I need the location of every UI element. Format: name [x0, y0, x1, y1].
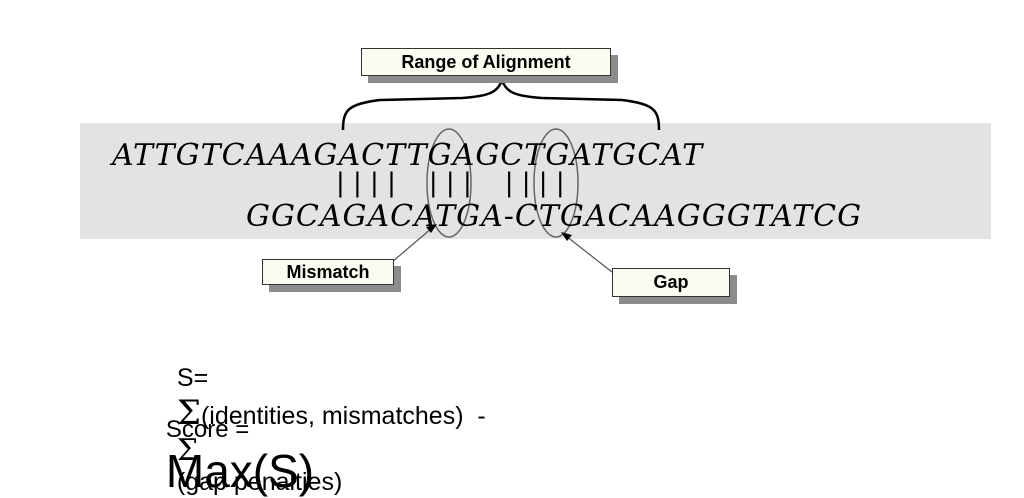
sequence-bottom: GGCAGACATGA-CTGACAAGGGTATCG [246, 199, 863, 234]
mismatch-label: Mismatch [262, 259, 394, 285]
match-marks: | | | | | | | | | | | [336, 168, 565, 198]
formula-part1: (identities, mismatches) - [200, 402, 486, 430]
mismatch-pointer-line [391, 227, 433, 263]
sequence-top: ATTGTCAAAGACTTGAGCTGATGCAT [112, 138, 704, 173]
alignment-annotations [341, 76, 661, 273]
alignment-band [80, 123, 991, 239]
mismatch-ellipse [426, 128, 472, 238]
score-line: Score = Max(S) [157, 398, 314, 498]
gap-ellipse [533, 128, 579, 238]
sigma-symbol: Σ [176, 393, 201, 433]
formula-s-prefix: S= [176, 364, 209, 392]
gap-arrowhead [561, 232, 572, 241]
mismatch-arrowhead [426, 224, 437, 233]
score-prefix: Score = [165, 416, 250, 443]
range-brace [341, 76, 661, 131]
gap-pointer-line [565, 235, 613, 273]
gap-label: Gap [612, 268, 730, 297]
score-value: Max(S) [165, 445, 315, 497]
range-of-alignment-label: Range of Alignment [361, 48, 611, 76]
